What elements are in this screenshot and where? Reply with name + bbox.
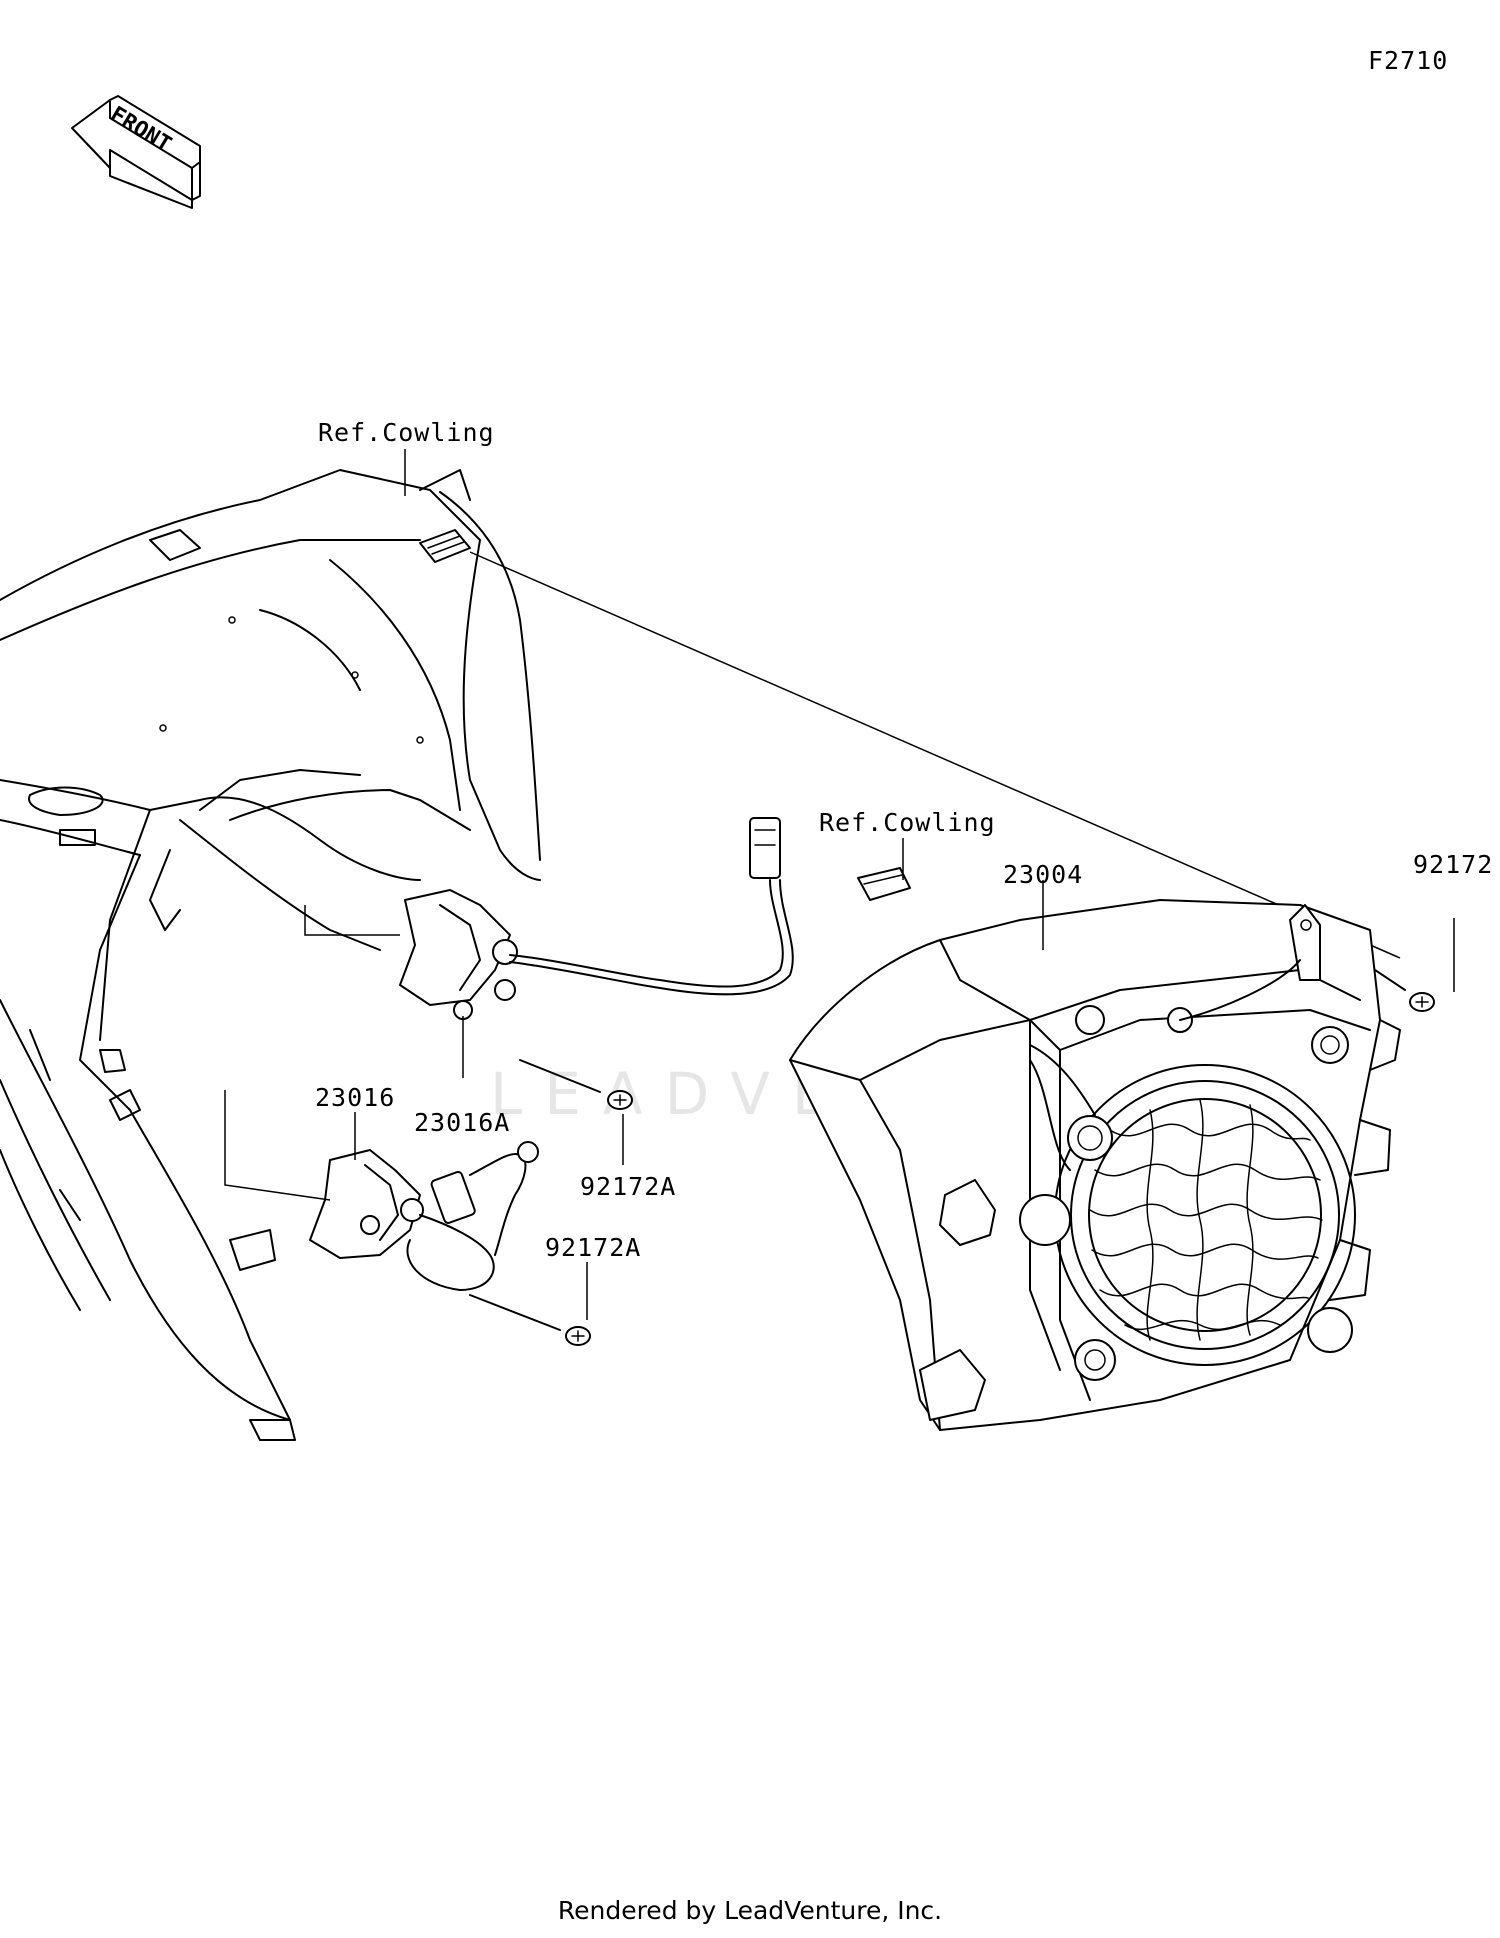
position-lamp-23016a — [304, 817, 794, 1020]
label-ref-cowling-right: Ref.Cowling — [819, 808, 996, 837]
position-lamp-23016 — [224, 1090, 539, 1291]
leader-cowling-to-92172 — [469, 551, 1401, 959]
footer-credit: Rendered by LeadVenture, Inc. — [557, 1896, 943, 1925]
label-23016: 23016 — [315, 1083, 396, 1112]
label-23004: 23004 — [1003, 860, 1084, 889]
label-92172: 92172 — [1413, 850, 1494, 879]
headlight-assembly-23004 — [789, 899, 1401, 1431]
cowling-body — [0, 469, 541, 1441]
diagram-id: F2710 — [1368, 46, 1449, 75]
label-92172a-upper: 92172A — [580, 1172, 677, 1201]
label-leader-lines — [354, 449, 1455, 1320]
label-92172a-lower: 92172A — [545, 1233, 642, 1262]
cowling-connector — [419, 529, 471, 563]
screw-92172a-upper — [519, 1059, 633, 1110]
front-direction-arrow-icon: FRONT — [71, 95, 201, 209]
label-23016a: 23016A — [414, 1108, 511, 1137]
screw-92172a-lower — [469, 1294, 591, 1346]
label-ref-cowling-left: Ref.Cowling — [318, 418, 495, 447]
headlight-connector — [857, 867, 911, 901]
